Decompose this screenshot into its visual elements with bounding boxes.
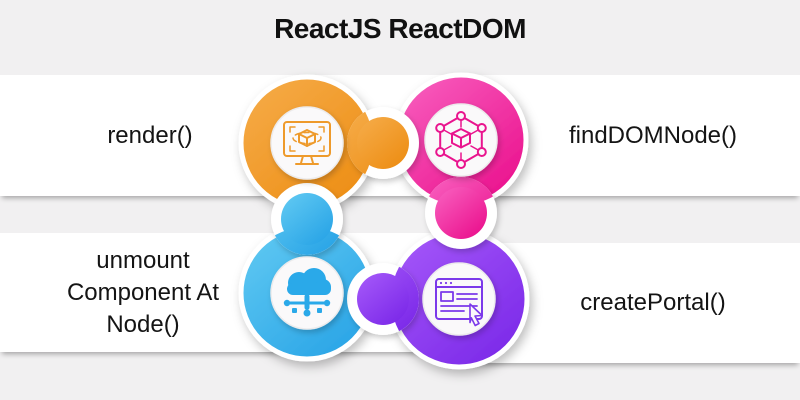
network-cube-icon: [435, 111, 487, 169]
knob-render: [357, 117, 409, 169]
knob-unmount: [281, 193, 333, 245]
monitor-3d-cube-icon: [283, 121, 331, 165]
browser-cursor-icon: [435, 278, 483, 327]
label-finddomnode: findDOMNode(): [568, 121, 738, 149]
label-unmount-component-at-node: unmount Component At Node(): [66, 246, 220, 338]
knob-finddomnode: [435, 187, 487, 239]
label-createportal: createPortal(): [580, 289, 726, 316]
label-render: render(): [107, 121, 193, 149]
page-title: ReactJS ReactDOM: [274, 13, 526, 44]
knob-createportal: [357, 273, 409, 325]
cloud-network-icon: [283, 268, 331, 317]
